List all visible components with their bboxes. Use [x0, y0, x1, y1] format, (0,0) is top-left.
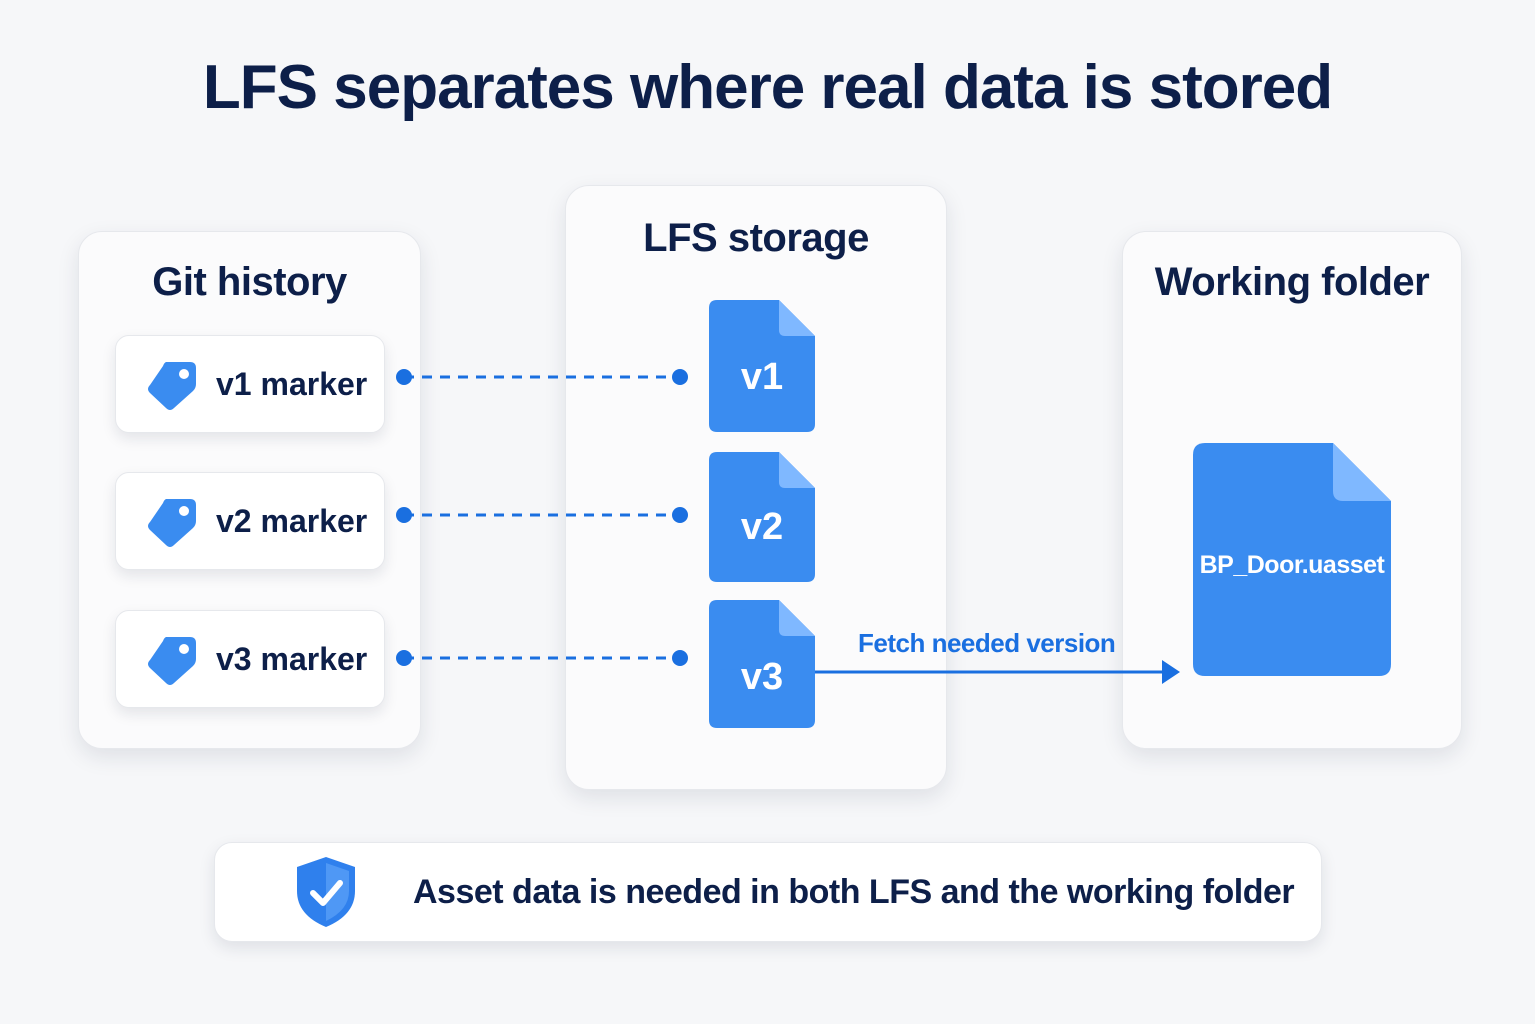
tag-icon [148, 637, 196, 685]
file-label: v3 [740, 656, 784, 698]
lfs-file-v2: v2 [709, 452, 815, 582]
diagram-title: LFS separates where real data is stored [202, 53, 1333, 122]
file-icon [709, 300, 815, 432]
file-icon [709, 452, 815, 582]
file-label: v2 [740, 506, 784, 548]
marker-label: v2 marker [216, 503, 368, 539]
note-text: Asset data is needed in both LFS and the… [413, 873, 1295, 911]
tag-icon [148, 499, 196, 547]
tag-icon [148, 362, 196, 410]
fetch-arrow-label: Fetch needed version [858, 628, 1116, 658]
lfs-file-v3: v3 [709, 600, 815, 728]
file-icon [1193, 443, 1391, 676]
marker-label: v1 marker [216, 366, 368, 402]
marker-label: v3 marker [216, 641, 368, 677]
lfs-storage-title: LFS storage [643, 216, 869, 260]
working-file: BP_Door.uasset [1193, 443, 1391, 676]
shield-check-icon [297, 857, 355, 927]
note-banner: Asset data is needed in both LFS and the… [214, 842, 1322, 942]
lfs-file-v1: v1 [709, 300, 815, 432]
git-history-title: Git history [152, 260, 347, 304]
file-label: v1 [740, 356, 784, 398]
marker-v2: v2 marker [115, 472, 385, 570]
file-label: BP_Door.uasset [1199, 551, 1385, 579]
working-folder-title: Working folder [1154, 260, 1430, 304]
marker-v3: v3 marker [115, 610, 385, 708]
file-icon [709, 600, 815, 728]
marker-v1: v1 marker [115, 335, 385, 433]
